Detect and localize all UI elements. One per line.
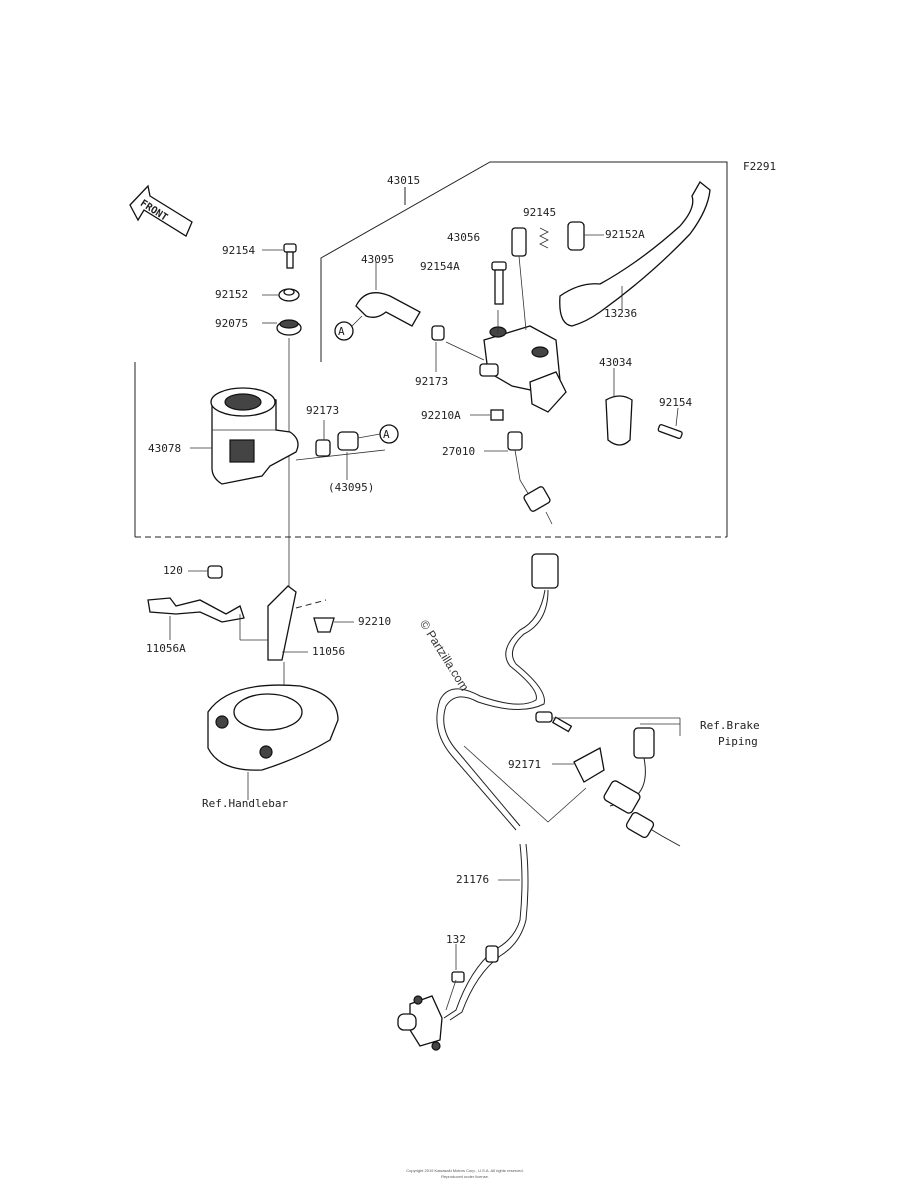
spring-92145-icon <box>539 227 549 249</box>
callout-a-upper <box>334 321 354 341</box>
ref-handlebar-label: Ref.Handlebar <box>202 797 289 810</box>
bushing-92152A-icon <box>567 221 585 251</box>
bolt-92171-icon <box>535 711 573 733</box>
part-label-21176: 21176 <box>456 873 490 886</box>
callout-a-upper-label: A <box>338 325 345 338</box>
handlebar-clamp-icon <box>207 684 339 771</box>
part-label-92173-a: 92173 <box>415 375 449 388</box>
switch-27010-icon <box>507 431 553 525</box>
bracket-11056-icon <box>267 585 297 661</box>
footer-copyright-line2: Reproduced under license. <box>441 1174 489 1179</box>
lever-13236-icon <box>559 181 711 327</box>
part-label-92154A: 92154A <box>420 260 460 273</box>
clamp-92173-upper-icon <box>431 325 445 341</box>
part-label-92145: 92145 <box>523 206 557 219</box>
part-label-43095-paren: (43095) <box>328 481 375 494</box>
part-label-92210A: 92210A <box>421 409 461 422</box>
part-label-43078: 43078 <box>148 442 182 455</box>
ref-brake-line1: Ref.Brake <box>700 719 760 732</box>
footer-copyright-line1: Copyright 2019 Kawasaki Motors Corp., U.… <box>406 1168 524 1173</box>
bracket-11056A-icon <box>147 597 245 623</box>
part-label-132: 132 <box>446 933 466 946</box>
part-label-43034: 43034 <box>599 356 633 369</box>
part-label-43015: 43015 <box>387 174 421 187</box>
fitting-43056-icon <box>511 227 527 331</box>
part-label-43095: 43095 <box>361 253 395 266</box>
ref-brake-line2: Piping <box>718 735 758 748</box>
bolt-92154-icon <box>283 243 297 269</box>
hose-43095-upper-icon <box>355 292 421 327</box>
bracket-92171-icon <box>573 747 605 783</box>
nut-92210-icon <box>313 617 335 633</box>
clamp-43034-icon <box>605 395 633 446</box>
callout-a-lower-label: A <box>383 428 390 441</box>
part-label-120: 120 <box>163 564 183 577</box>
bolt-120-icon <box>207 565 223 579</box>
front-arrow-icon <box>129 184 193 237</box>
bolt-92154A-icon <box>491 261 507 305</box>
nut-92210A-icon <box>490 409 504 421</box>
clamp-92173-lower-icon <box>315 439 331 457</box>
group-frame-top <box>320 161 728 537</box>
brake-piping-icon <box>603 727 681 847</box>
hose-43095-lower-icon <box>337 431 359 451</box>
reservoir-43078-icon <box>210 387 299 485</box>
part-label-27010: 27010 <box>442 445 476 458</box>
part-label-11056A: 11056A <box>146 642 186 655</box>
part-label-11056: 11056 <box>312 645 346 658</box>
harness-21176-icon <box>436 553 559 1021</box>
figure-code: F2291 <box>743 160 777 173</box>
part-label-92173-b: 92173 <box>306 404 340 417</box>
part-label-92171: 92171 <box>508 758 542 771</box>
part-label-92152A: 92152A <box>605 228 645 241</box>
sensor-132-icon <box>397 971 465 1051</box>
part-label-43056: 43056 <box>447 231 481 244</box>
bolt-92154-right-icon <box>657 424 683 440</box>
part-label-92154-top: 92154 <box>222 244 256 257</box>
part-label-92154-right: 92154 <box>659 396 693 409</box>
part-label-92210: 92210 <box>358 615 392 628</box>
grommet-92075-icon <box>276 319 302 336</box>
part-label-13236: 13236 <box>604 307 638 320</box>
master-cylinder-icon <box>445 325 567 413</box>
part-label-92152: 92152 <box>215 288 249 301</box>
part-label-92075: 92075 <box>215 317 249 330</box>
washer-92152-icon <box>278 288 300 302</box>
